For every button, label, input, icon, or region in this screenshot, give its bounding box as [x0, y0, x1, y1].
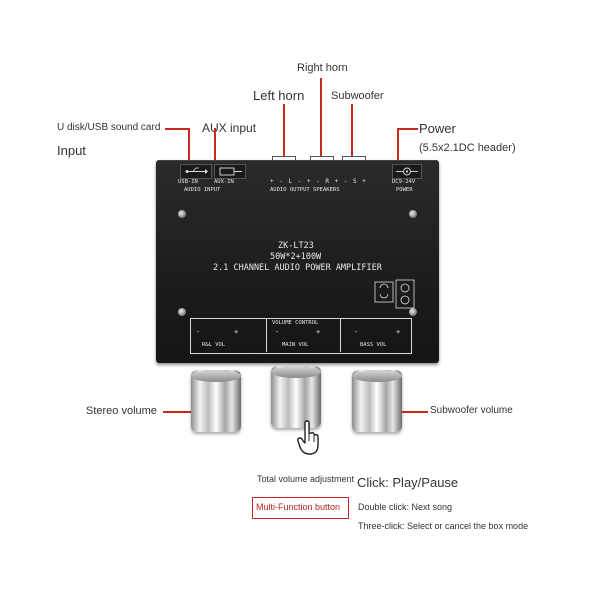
- three-click-label: Three-click: Select or cancel the box mo…: [358, 521, 529, 531]
- speaker-pins-label: + - L - + - R + - S +: [270, 178, 367, 185]
- rl-minus: -: [196, 328, 201, 336]
- aux-port[interactable]: [214, 164, 246, 179]
- left-horn-callout-line: [283, 104, 285, 156]
- left-horn-label: Left horn: [253, 88, 305, 103]
- usb-callout-line-vert: [188, 128, 190, 164]
- main-vol-label: MAIN VOL: [282, 342, 309, 348]
- subwoofer-volume-label: Subwoofer volume: [430, 405, 513, 416]
- screw: [178, 308, 186, 316]
- bass-vol-label: BASS VOL: [360, 342, 387, 348]
- panel-divider: [266, 318, 267, 352]
- power-callout-line-vert: [397, 128, 399, 162]
- multi-function-box: [252, 497, 349, 519]
- subwoofer-label: Subwoofer: [331, 90, 384, 102]
- subwoofer-volume-callout-line: [396, 411, 428, 413]
- main-volume-knob[interactable]: [271, 366, 321, 428]
- volume-control-label: VOLUME CONTROL: [272, 320, 319, 326]
- input-label: Input: [57, 143, 86, 158]
- main-minus: -: [275, 328, 280, 336]
- subwoofer-callout-line: [351, 104, 353, 156]
- stereo-volume-callout-line: [163, 411, 203, 413]
- usb-icon: [185, 167, 208, 174]
- right-horn-label: Right horn: [297, 62, 348, 74]
- rl-plus: +: [234, 328, 239, 336]
- aux-input-label: AUX input: [202, 121, 257, 135]
- usb-callout-line: [165, 128, 189, 130]
- volume-control-panel: [190, 318, 412, 354]
- power-spec-label: (5.5x2.1DC header): [419, 142, 516, 154]
- rl-vol-label: R&L VOL: [202, 342, 226, 348]
- amplifier-board: USB-IN AUX-IN AUDIO INPUT + - L - + - R …: [156, 160, 439, 363]
- audio-output-label: AUDIO OUTPUT SPEAKERS: [270, 187, 340, 193]
- click-label: Click: Play/Pause: [357, 475, 459, 490]
- stereo-volume-label: Stereo volume: [86, 405, 157, 417]
- hand-pointer-icon: [297, 420, 319, 455]
- multi-function-label: Multi-Function button: [256, 502, 341, 512]
- dc-jack[interactable]: [392, 164, 422, 179]
- power-board-label: POWER: [396, 187, 413, 193]
- audio-input-label: AUDIO INPUT: [184, 187, 221, 193]
- subwoofer-volume-knob[interactable]: [352, 370, 402, 432]
- stereo-volume-knob[interactable]: [191, 370, 241, 432]
- warning-icon: [374, 279, 415, 309]
- model-label: ZK-LT23: [278, 241, 314, 251]
- power-callout-line: [398, 128, 418, 130]
- aux-callout-line: [214, 128, 216, 164]
- panel-divider: [340, 318, 341, 352]
- dc-polarity-icon: [396, 167, 418, 176]
- power-label: Power: [419, 121, 456, 136]
- dc-label: DC9-24V: [392, 179, 416, 185]
- screw: [409, 308, 417, 316]
- right-horn-callout-line: [320, 78, 322, 156]
- usb-port[interactable]: [180, 164, 212, 179]
- main-plus: +: [316, 328, 321, 336]
- power-rating-label: 50W*2+100W: [270, 252, 322, 262]
- screw: [409, 210, 417, 218]
- double-click-label: Double click: Next song: [358, 502, 453, 512]
- usb-source-label: U disk/USB sound card: [57, 122, 161, 133]
- bass-minus: -: [354, 328, 359, 336]
- description-label: 2.1 CHANNEL AUDIO POWER AMPLIFIER: [213, 263, 382, 273]
- screw: [178, 210, 186, 218]
- bass-plus: +: [396, 328, 401, 336]
- usb-label: USB-IN: [178, 179, 198, 185]
- aux-icon: [219, 167, 242, 176]
- total-volume-label: Total volume adjustment: [257, 474, 355, 484]
- aux-label: AUX-IN: [214, 179, 234, 185]
